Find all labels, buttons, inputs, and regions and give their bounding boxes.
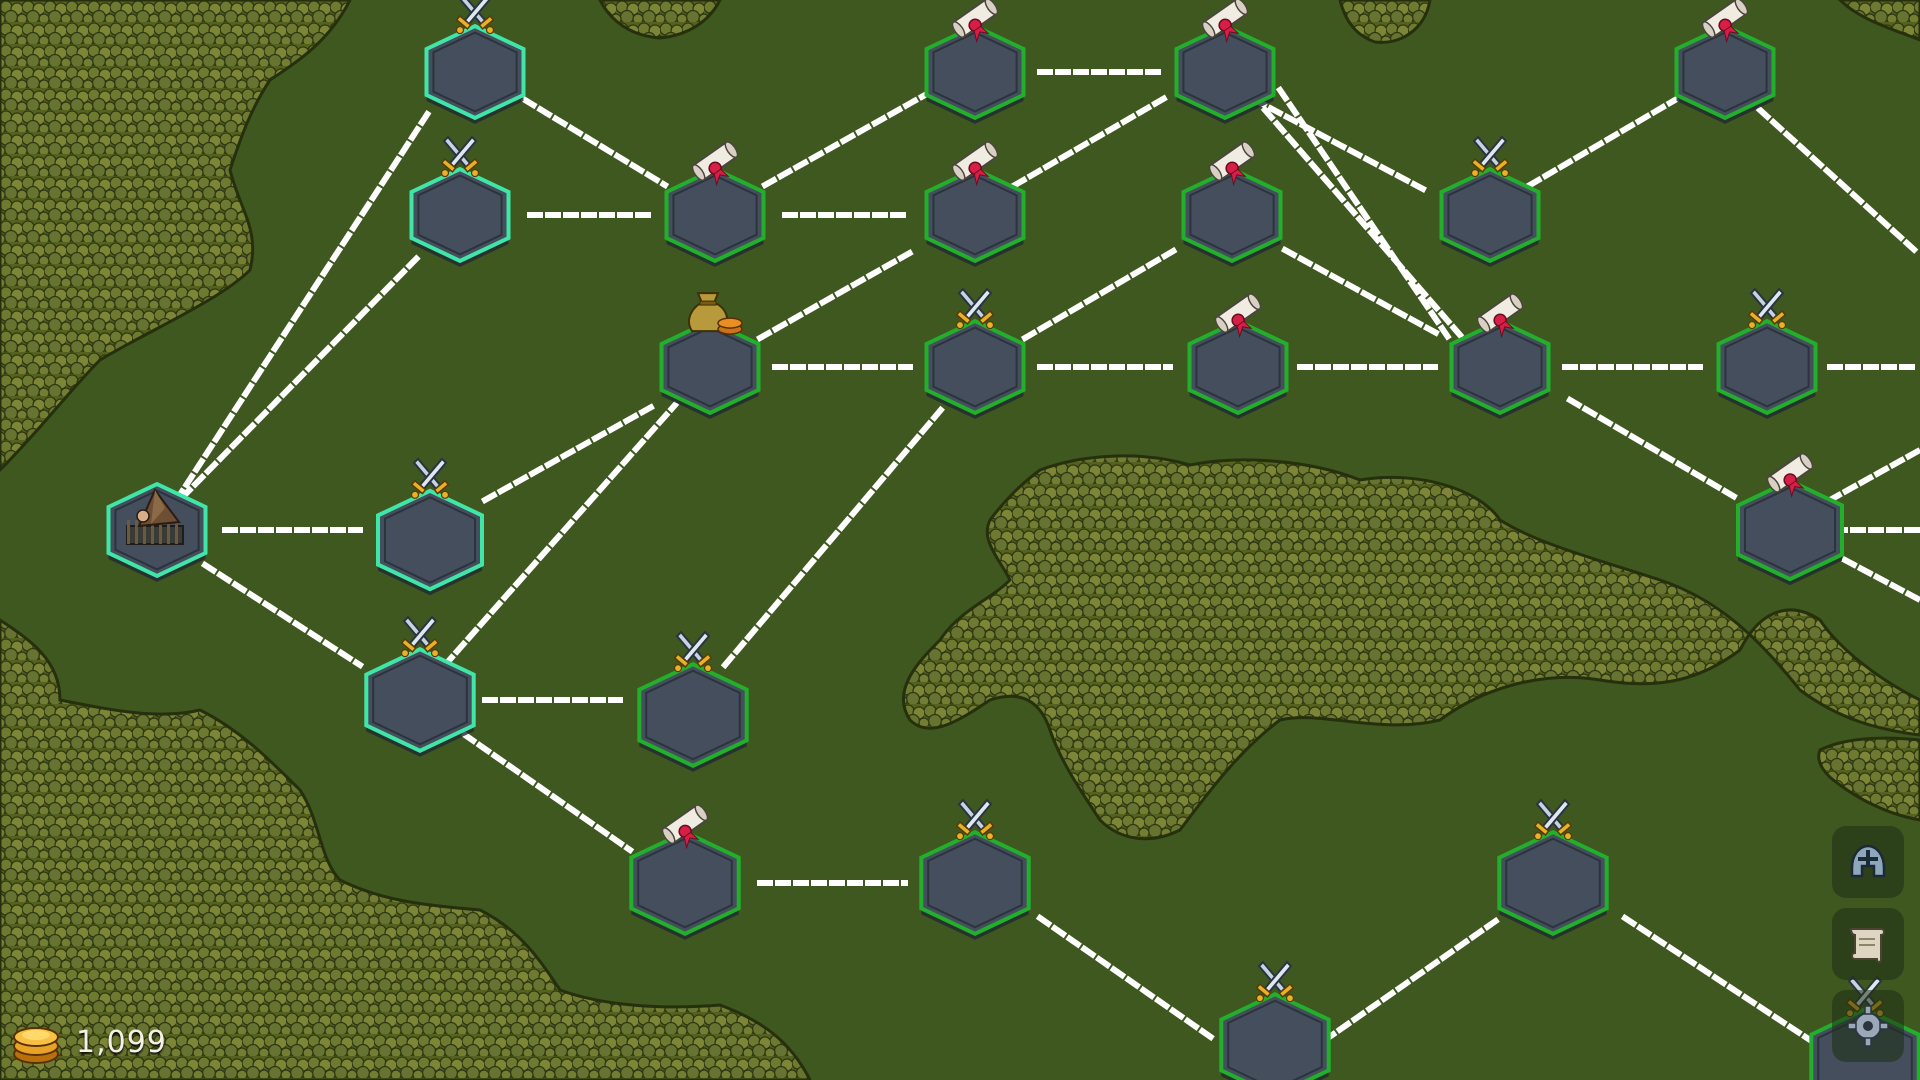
forest-top-small-2 (1338, 0, 1432, 44)
path-edge (1825, 446, 1920, 505)
node-battle[interactable] (637, 630, 749, 772)
node-event[interactable] (664, 140, 766, 267)
node-battle[interactable] (1439, 135, 1541, 267)
path-edge (1565, 395, 1745, 505)
gold-coins-icon (13, 1027, 59, 1064)
path-edge (755, 245, 920, 343)
gold-amount: 1,099 (76, 1024, 167, 1060)
camp-icon (126, 488, 184, 545)
path-edge (1010, 90, 1175, 190)
crossed-swords-icon (1470, 135, 1510, 178)
helmet-icon (1850, 844, 1886, 878)
forest-top-small-1 (598, 0, 722, 40)
node-battle[interactable] (409, 135, 511, 267)
path-edge (440, 400, 680, 670)
node-battle[interactable] (924, 287, 1026, 419)
node-event[interactable] (1674, 0, 1776, 124)
scroll-icon (1701, 0, 1749, 44)
path-edge (480, 400, 660, 505)
node-battle[interactable] (364, 615, 476, 757)
node-event[interactable] (1181, 140, 1283, 267)
node-battle[interactable] (376, 457, 484, 596)
forest-top-left (0, 0, 352, 473)
scroll-icon (1476, 293, 1524, 339)
scroll-icon (1214, 293, 1262, 339)
node-treasure[interactable] (659, 292, 761, 419)
crossed-swords-icon (1255, 960, 1295, 1003)
forest-right-edge (1817, 736, 1920, 822)
path-edge (460, 730, 635, 855)
crossed-swords-icon (955, 798, 995, 841)
map-log-button[interactable] (1832, 908, 1904, 980)
node-event[interactable] (1736, 452, 1844, 586)
forest-bottom-left (0, 618, 812, 1080)
node-event[interactable] (1174, 0, 1276, 124)
path-edge (1260, 105, 1465, 340)
crossed-swords-icon (400, 615, 440, 658)
path-edge (1280, 245, 1445, 340)
scroll-icon (951, 141, 999, 187)
path-edge (1525, 95, 1680, 190)
path-edge (1320, 913, 1505, 1045)
path-edge (1755, 105, 1920, 260)
node-battle[interactable] (424, 0, 526, 124)
node-event[interactable] (924, 140, 1026, 267)
scroll-icon (1766, 452, 1814, 498)
node-battle[interactable] (1716, 287, 1818, 419)
node-event[interactable] (629, 803, 741, 940)
map-scroll-icon (1849, 928, 1885, 963)
path-edge (760, 90, 930, 190)
crossed-swords-icon (1747, 287, 1787, 330)
node-battle[interactable] (919, 798, 1031, 940)
node-battle[interactable] (1497, 798, 1609, 940)
crossed-swords-icon (455, 0, 495, 35)
scroll-icon (1201, 0, 1249, 44)
settings-button[interactable] (1832, 990, 1904, 1062)
path-edge (1840, 555, 1920, 604)
path-edge (520, 95, 670, 190)
node-camp[interactable] (106, 481, 208, 582)
scroll-icon (691, 141, 739, 187)
scroll-icon (951, 0, 999, 44)
crossed-swords-icon (955, 287, 995, 330)
crossed-swords-icon (1533, 798, 1573, 841)
path-edge (1250, 95, 1430, 195)
path-edge (1020, 245, 1180, 343)
crossed-swords-icon (673, 630, 713, 673)
gold-counter: 1,099 (10, 1012, 167, 1072)
scroll-icon (661, 804, 709, 850)
map-nodes (106, 0, 1920, 1080)
path-edge (165, 250, 425, 515)
forest-center-right (902, 454, 1920, 841)
path-edge (200, 560, 365, 670)
node-event[interactable] (1449, 292, 1551, 419)
path-edge (1275, 85, 1455, 345)
path-edge (1620, 913, 1815, 1045)
treasure-bag-icon (688, 292, 743, 335)
squad-button[interactable] (1832, 826, 1904, 898)
node-event[interactable] (1187, 292, 1289, 419)
node-battle[interactable] (1219, 960, 1331, 1080)
crossed-swords-icon (410, 457, 450, 499)
path-edge (152, 105, 435, 535)
path-edge (1035, 913, 1220, 1045)
node-event[interactable] (924, 0, 1026, 124)
scroll-icon (1208, 141, 1256, 187)
path-edge (720, 400, 950, 670)
map-paths (152, 69, 1920, 1045)
crossed-swords-icon (440, 135, 480, 178)
gear-icon (1847, 1005, 1889, 1047)
